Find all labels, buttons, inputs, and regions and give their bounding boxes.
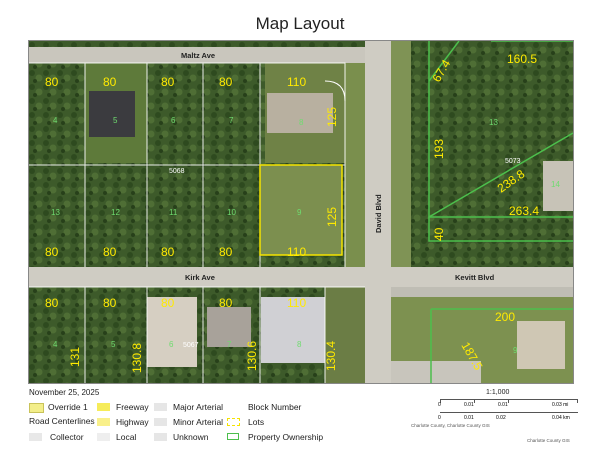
dim-top-5: 110 <box>287 75 306 89</box>
dim-bot-3: 80 <box>161 296 175 310</box>
lot-mid-13: 13 <box>51 208 60 217</box>
legend-swatch-property-ownership <box>227 433 239 440</box>
scale-km-3: 0.04 km <box>552 415 570 421</box>
dim-mid-2: 80 <box>103 245 117 259</box>
legend-swatch-freeway <box>97 403 110 411</box>
dim-bot-side-2: 130.8 <box>130 343 144 373</box>
credit-left: Charlotte County, Charlotte County GIS <box>411 423 490 428</box>
legend-label-lots: Lots <box>248 417 265 427</box>
lot-mid-9: 9 <box>297 208 302 217</box>
street-label-david: David Blvd <box>374 194 383 233</box>
lot-bot-5: 5 <box>111 340 116 349</box>
legend-swatch-highway <box>97 418 110 426</box>
lot-mid-12: 12 <box>111 208 120 217</box>
map-viewport[interactable]: Maltz Ave Kirk Ave Kevitt Blvd David Blv… <box>28 40 574 384</box>
highlighted-lot-9 <box>259 164 343 256</box>
lot-bot-7: 7 <box>227 340 232 349</box>
maltz-ave-road <box>29 47 369 63</box>
scale-mi-1: 0.01 <box>498 402 508 408</box>
dim-mid-side: 125 <box>325 207 339 227</box>
dim-mid-3: 80 <box>161 245 175 259</box>
block-number-5068: 5068 <box>169 168 185 175</box>
legend-label-major-arterial: Major Arterial <box>173 402 224 412</box>
street-label-maltz: Maltz Ave <box>181 51 215 60</box>
dim-rb-1: 200 <box>495 310 515 324</box>
dim-bot-1: 80 <box>45 296 59 310</box>
map-date: November 25, 2025 <box>29 388 100 397</box>
legend-swatch-unknown <box>154 433 167 441</box>
dim-bot-4: 80 <box>219 296 233 310</box>
block-number-5067: 5067 <box>183 342 199 349</box>
scale-km-1: 0.01 <box>464 415 474 421</box>
dim-bot-side-1: 131 <box>68 347 82 367</box>
lot-bot-4: 4 <box>53 340 58 349</box>
lot-bot-6: 6 <box>169 340 174 349</box>
legend-label-road-centerlines: Road Centerlines <box>29 416 95 426</box>
legend-label-override: Override 1 <box>48 402 88 412</box>
dim-bot-side-3: 130.6 <box>245 341 259 371</box>
map-title: Map Layout <box>255 14 345 33</box>
dim-right-6: 40 <box>432 227 446 241</box>
scale-mi-2: 0.03 mi <box>552 402 569 408</box>
legend-label-minor-arterial: Minor Arterial <box>173 417 224 427</box>
dim-top-2: 80 <box>103 75 117 89</box>
lot-bot-8: 8 <box>297 340 302 349</box>
legend-swatch-local <box>97 433 110 441</box>
dim-top-side: 125 <box>325 107 339 127</box>
lot-mid-11: 11 <box>169 208 178 217</box>
lot-mid-10: 10 <box>227 208 236 217</box>
lot-top-5: 5 <box>113 116 118 125</box>
lot-right-13: 13 <box>489 118 498 127</box>
legend-swatch-collector <box>29 433 42 441</box>
dim-mid-5: 110 <box>287 245 306 259</box>
lot-top-8: 8 <box>299 118 304 127</box>
scale-ratio: 1:1,000 <box>486 389 510 396</box>
legend-swatch-override <box>29 403 44 413</box>
dim-bot-5: 110 <box>287 296 306 310</box>
scale-bar: 1:1,000 0 0.01 0.01 0.03 mi 0 0.01 0.02 … <box>438 389 580 429</box>
street-label-kevitt: Kevitt Blvd <box>455 273 495 282</box>
legend-label-local: Local <box>116 432 137 442</box>
lot-right-14: 14 <box>551 180 560 189</box>
street-label-kirk: Kirk Ave <box>185 273 215 282</box>
lot-rb-9: 9 <box>513 346 518 355</box>
scale-mi-mid: 0.01 <box>464 402 474 408</box>
dim-top-3: 80 <box>161 75 175 89</box>
dim-mid-4: 80 <box>219 245 233 259</box>
dim-right-5: 263.4 <box>509 204 539 218</box>
legend-swatch-major-arterial <box>154 403 167 411</box>
house-lot-8 <box>267 93 333 133</box>
legend-swatch-minor-arterial <box>154 418 167 426</box>
dim-top-4: 80 <box>219 75 233 89</box>
dim-mid-1: 80 <box>45 245 59 259</box>
legend-label-block-number: Block Number <box>248 402 302 412</box>
dim-bot-side-4: 130.4 <box>324 341 338 371</box>
block-number-5073: 5073 <box>505 158 521 165</box>
david-blvd-road <box>365 41 391 383</box>
scale-km-2: 0.02 <box>496 415 506 421</box>
scale-km-0: 0 <box>438 415 441 421</box>
credit-right: Charlotte County GIS <box>527 438 570 443</box>
legend-label-freeway: Freeway <box>116 402 149 412</box>
house-lot-5 <box>89 91 135 137</box>
lot-top-4: 4 <box>53 116 58 125</box>
legend-label-unknown: Unknown <box>173 432 209 442</box>
kirk-ave-road <box>29 267 573 287</box>
legend-label-property-ownership: Property Ownership <box>248 432 324 442</box>
dim-right-2: 160.5 <box>507 52 537 66</box>
dim-top-1: 80 <box>45 75 59 89</box>
legend-label-collector: Collector <box>50 432 84 442</box>
legend-swatch-lots <box>227 418 240 426</box>
lot-top-6: 6 <box>171 116 176 125</box>
dim-right-3: 193 <box>432 139 446 159</box>
dim-bot-2: 80 <box>103 296 117 310</box>
scale-mi-0: 0 <box>438 402 441 408</box>
lot-top-7: 7 <box>229 116 234 125</box>
legend-label-highway: Highway <box>116 417 149 427</box>
